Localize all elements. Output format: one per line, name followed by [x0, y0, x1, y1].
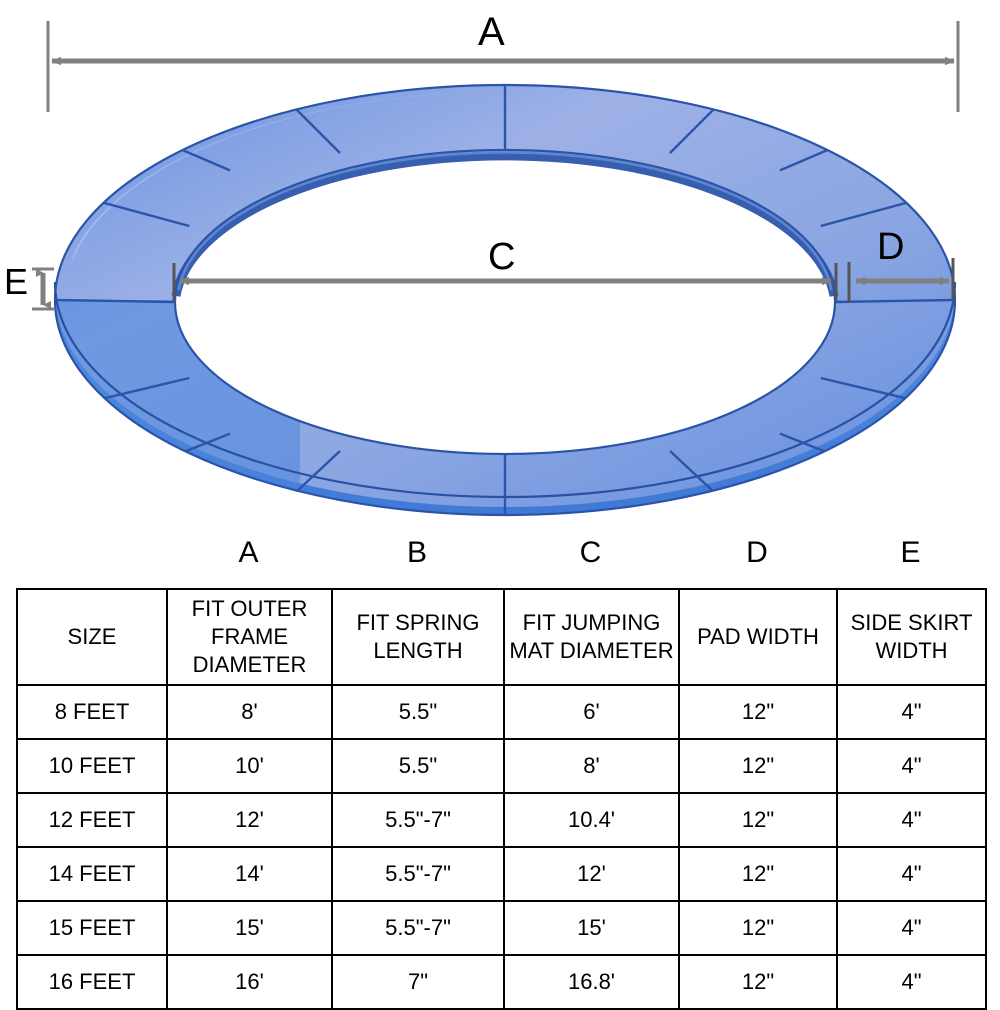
specification-table: SIZE FIT OUTER FRAME DIAMETER FIT SPRING… — [16, 588, 987, 1010]
dimension-d — [847, 258, 955, 302]
trampoline-pad-illustration — [32, 21, 960, 517]
cell-pad-width-row-3: 12" — [678, 792, 838, 848]
cell-fit-outer-frame-diameter-row-6: 16' — [166, 954, 333, 1010]
column-letter-b: B — [406, 536, 427, 569]
cell-side-skirt-width-row-5: 4" — [836, 900, 987, 956]
dimension-label-a: A — [478, 10, 505, 54]
cell-fit-spring-length-row-2: 5.5" — [331, 738, 505, 794]
cell-side-skirt-width-row-3: 4" — [836, 792, 987, 848]
column-letter-d: D — [746, 536, 768, 569]
pad-inner-lip — [171, 149, 839, 297]
table-header-row: SIZE FIT OUTER FRAME DIAMETER FIT SPRING… — [16, 588, 987, 686]
dimension-label-c: C — [488, 236, 516, 278]
cell-fit-outer-frame-diameter-row-1: 8' — [166, 684, 333, 740]
cell-fit-outer-frame-diameter-row-5: 15' — [166, 900, 333, 956]
cell-fit-jumping-mat-diameter-row-2: 8' — [503, 738, 680, 794]
table-header: SIZE FIT OUTER FRAME DIAMETER FIT SPRING… — [16, 588, 987, 686]
product-dimension-diagram: A C D E — [4, 10, 960, 517]
header-cell-outer-frame: FIT OUTER FRAME DIAMETER — [166, 588, 333, 686]
header-cell-side-skirt-width: SIDE SKIRT WIDTH — [836, 588, 987, 686]
header-cell-pad-width: PAD WIDTH — [678, 588, 838, 686]
cell-fit-spring-length-row-1: 5.5" — [331, 684, 505, 740]
header-cell-spring-length: FIT SPRING LENGTH — [331, 588, 505, 686]
header-cell-jumping-mat: FIT JUMPING MAT DIAMETER — [503, 588, 680, 686]
cell-side-skirt-width-row-1: 4" — [836, 684, 987, 740]
cell-size-row-4: 14 FEET — [16, 846, 168, 902]
cell-side-skirt-width-row-2: 4" — [836, 738, 987, 794]
cell-pad-width-row-5: 12" — [678, 900, 838, 956]
dimension-e — [32, 267, 54, 311]
dimension-a — [46, 21, 960, 112]
cell-fit-jumping-mat-diameter-row-6: 16.8' — [503, 954, 680, 1010]
cell-fit-jumping-mat-diameter-row-1: 6' — [503, 684, 680, 740]
cell-fit-jumping-mat-diameter-row-4: 12' — [503, 846, 680, 902]
dimension-c — [172, 263, 838, 301]
cell-fit-jumping-mat-diameter-row-3: 10.4' — [503, 792, 680, 848]
cell-pad-width-row-1: 12" — [678, 684, 838, 740]
cell-fit-spring-length-row-3: 5.5"-7" — [331, 792, 505, 848]
cell-size-row-6: 16 FEET — [16, 954, 168, 1010]
column-letter-c: C — [579, 536, 602, 569]
cell-fit-jumping-mat-diameter-row-5: 15' — [503, 900, 680, 956]
cell-fit-spring-length-row-4: 5.5"-7" — [331, 846, 505, 902]
header-cell-size: SIZE — [16, 588, 168, 686]
cell-fit-outer-frame-diameter-row-2: 10' — [166, 738, 333, 794]
column-letter-e: E — [900, 536, 921, 569]
cell-side-skirt-width-row-6: 4" — [836, 954, 987, 1010]
cell-fit-spring-length-row-6: 7" — [331, 954, 505, 1010]
cell-size-row-1: 8 FEET — [16, 684, 168, 740]
cell-fit-outer-frame-diameter-row-4: 14' — [166, 846, 333, 902]
cell-fit-spring-length-row-5: 5.5"-7" — [331, 900, 505, 956]
dimension-label-e: E — [4, 261, 29, 302]
table-column-letters: A B C D E — [0, 536, 1000, 578]
cell-pad-width-row-2: 12" — [678, 738, 838, 794]
cell-pad-width-row-4: 12" — [678, 846, 838, 902]
column-letter-a: A — [238, 536, 259, 569]
cell-pad-width-row-6: 12" — [678, 954, 838, 1010]
cell-size-row-3: 12 FEET — [16, 792, 168, 848]
dimension-label-d: D — [877, 226, 905, 268]
cell-fit-outer-frame-diameter-row-3: 12' — [166, 792, 333, 848]
cell-size-row-5: 15 FEET — [16, 900, 168, 956]
cell-side-skirt-width-row-4: 4" — [836, 846, 987, 902]
cell-size-row-2: 10 FEET — [16, 738, 168, 794]
